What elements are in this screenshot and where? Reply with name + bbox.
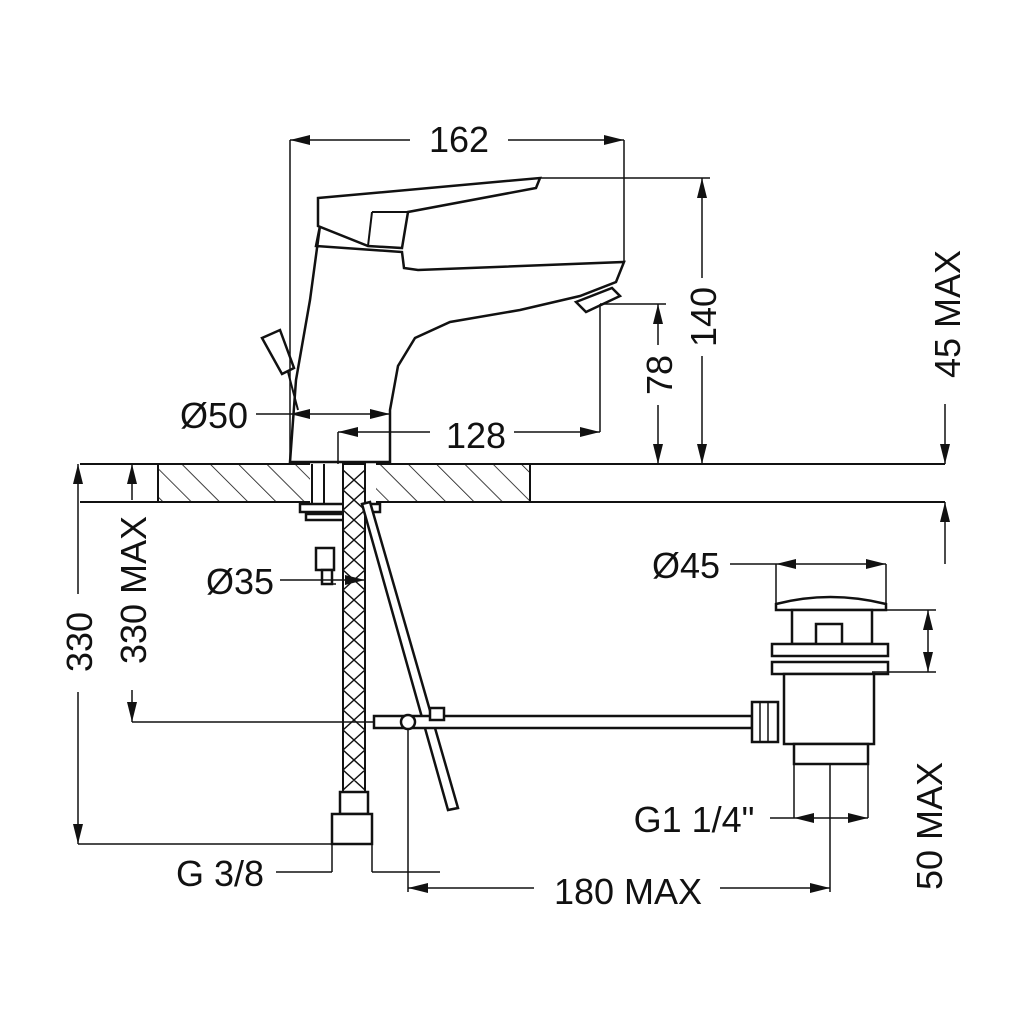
- label-width-top: 162: [429, 119, 489, 160]
- countertop: [80, 462, 945, 504]
- pop-up-rod: [372, 706, 754, 731]
- label-height-total: 140: [683, 287, 724, 347]
- label-clearance-max: 45 MAX: [927, 250, 968, 378]
- dimension-labels: 162 140 78 45 MAX Ø50 128 Ø35 330 MAX 33…: [59, 119, 968, 912]
- dimension-lines: [73, 135, 950, 893]
- label-spout-height: 78: [639, 355, 680, 395]
- underside-fittings: [298, 463, 460, 846]
- label-rod-length-max: 180 MAX: [554, 871, 702, 912]
- label-hose-length: 330: [59, 612, 100, 672]
- label-hose-thread: G 3/8: [176, 853, 264, 894]
- label-waste-height-max: 50 MAX: [909, 762, 950, 890]
- label-base-diameter: Ø50: [180, 395, 248, 436]
- label-hose-length-max: 330 MAX: [113, 516, 154, 664]
- label-waste-diameter: Ø45: [652, 545, 720, 586]
- label-shank-diameter: Ø35: [206, 561, 274, 602]
- braided-hose: [330, 463, 374, 846]
- waste-assembly: [750, 595, 890, 766]
- label-waste-thread: G1 1/4": [634, 799, 755, 840]
- faucet-body: [260, 176, 626, 464]
- label-spout-reach: 128: [446, 415, 506, 456]
